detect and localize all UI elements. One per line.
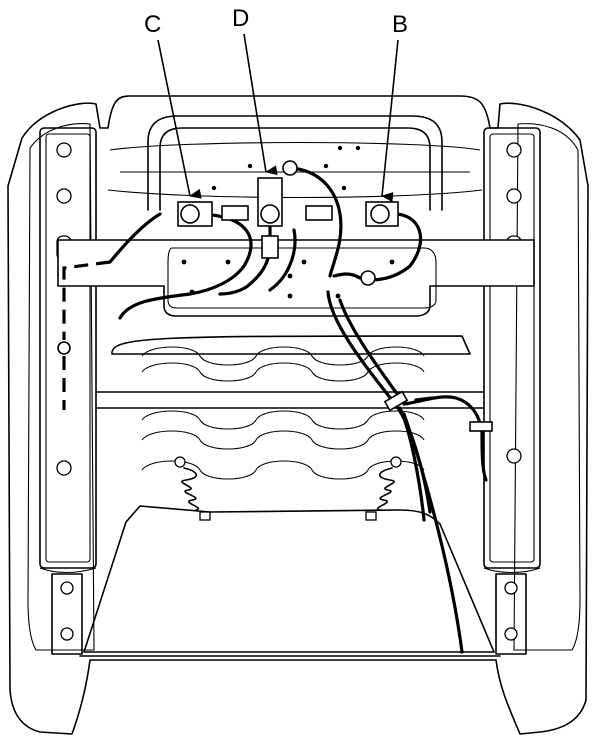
seat-springs-upper [95,335,485,409]
seat-frame-outline [7,95,589,735]
connector-clip-right [469,421,493,432]
seat-springs-lower [141,410,425,480]
right-side-rail [483,127,541,655]
cross-bar [57,239,535,317]
connector-plate-right [360,270,376,286]
coil-spring-right [365,456,402,521]
connector-b [365,201,399,227]
connector-c [177,201,213,227]
connector-clip-mid [383,390,409,412]
callout-leaders [157,33,399,203]
connector-d [257,160,298,259]
connector-small-2 [305,205,333,221]
callout-d: D [232,5,249,32]
left-side-rail [39,127,97,655]
wiring-harness [57,166,488,654]
callout-b: B [392,11,408,38]
connector-small-1 [221,205,249,221]
rear-top-tube [107,115,483,211]
callout-c: C [144,11,161,38]
